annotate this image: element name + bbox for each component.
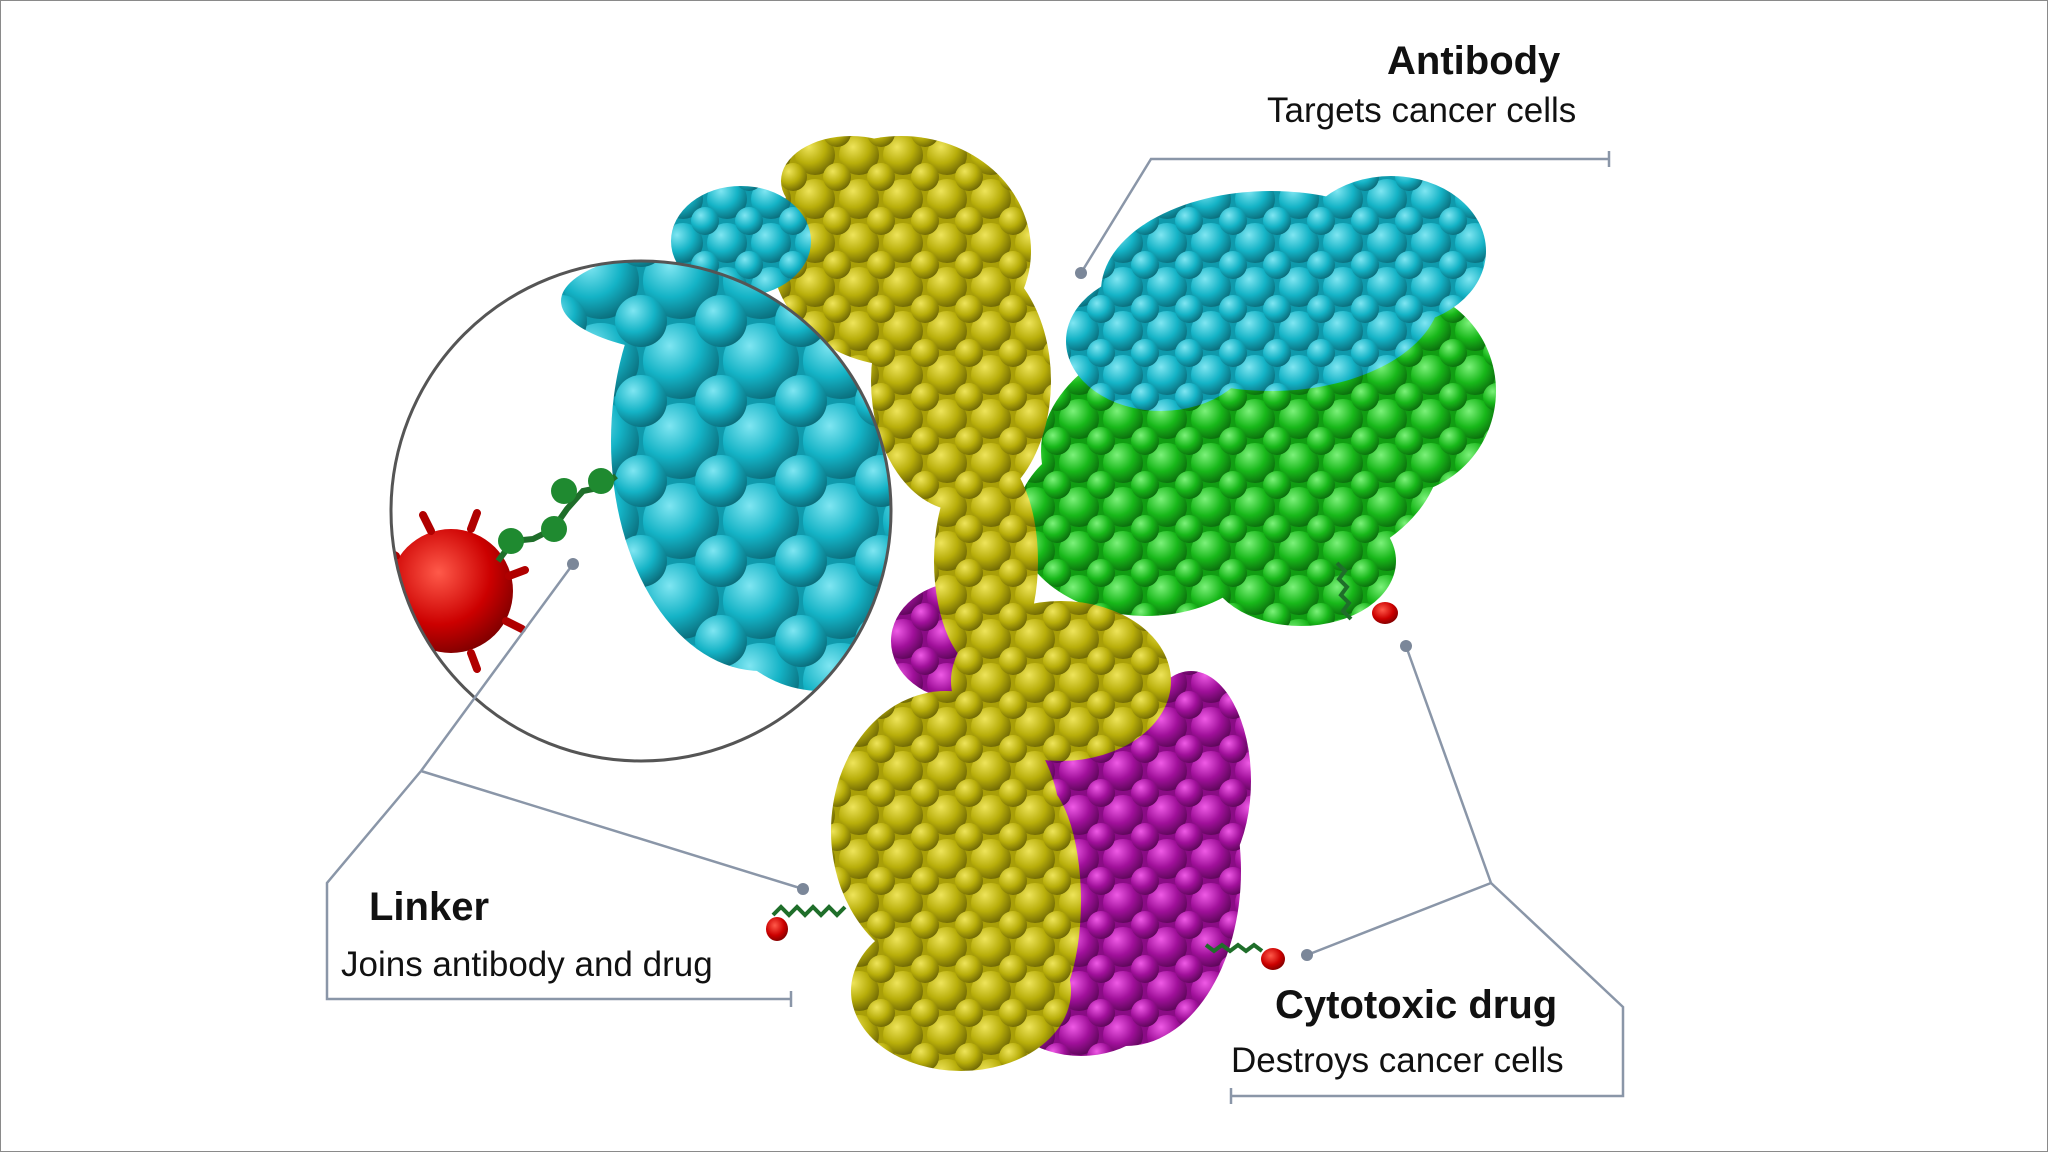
antibody-leader-line bbox=[1075, 151, 1611, 279]
antibody-label-description: Targets cancer cells bbox=[1267, 91, 1577, 130]
drug-leader-line bbox=[1229, 640, 1625, 1104]
antibody-label-title: Antibody bbox=[1387, 39, 1561, 83]
drug-conjugate-lower-right bbox=[1204, 942, 1285, 970]
light-chain-cyan-right bbox=[1066, 176, 1486, 411]
drug-conjugate-left bbox=[766, 904, 847, 941]
zoomed-linker-chain bbox=[495, 468, 618, 563]
cytotoxic-drug-label-description: Destroys cancer cells bbox=[1231, 1041, 1564, 1080]
linker-leader-line bbox=[325, 558, 809, 1007]
linker-label-description: Joins antibody and drug bbox=[341, 945, 713, 984]
cytotoxic-drug-label-title: Cytotoxic drug bbox=[1275, 983, 1558, 1027]
drug-conjugate-right-arm bbox=[1335, 561, 1398, 624]
linker-label-title: Linker bbox=[369, 885, 490, 929]
heavy-chain-yellow bbox=[771, 136, 1171, 1071]
